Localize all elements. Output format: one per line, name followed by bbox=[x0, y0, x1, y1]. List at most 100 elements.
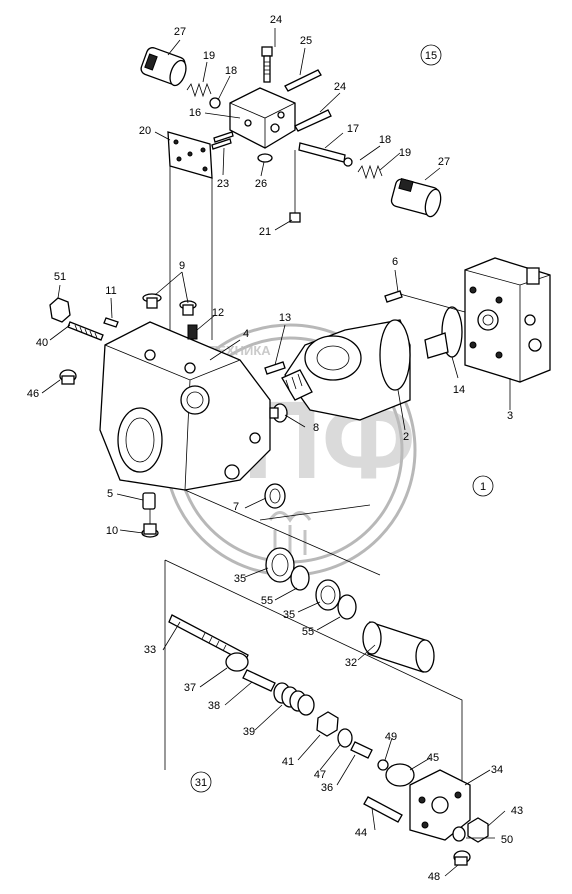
ring-55a bbox=[290, 565, 310, 591]
cylinder-32 bbox=[362, 621, 435, 673]
part-label: 12 bbox=[212, 307, 224, 319]
group-label-1: 1 bbox=[472, 475, 494, 497]
nut-43 bbox=[467, 817, 489, 843]
bearing-35b bbox=[315, 579, 341, 611]
valve-block-16 bbox=[229, 87, 296, 149]
part-label: 55 bbox=[302, 626, 314, 638]
part-label: 24 bbox=[270, 14, 282, 26]
spring-19-left bbox=[186, 82, 212, 98]
part-label: 10 bbox=[106, 525, 118, 537]
part-label: 21 bbox=[259, 226, 271, 238]
part-label: 37 bbox=[184, 682, 196, 694]
part-label: 33 bbox=[144, 644, 156, 656]
part-label: 6 bbox=[392, 256, 398, 268]
group-label-15: 15 bbox=[420, 44, 442, 66]
plug-48 bbox=[453, 850, 471, 866]
gasket-20 bbox=[167, 131, 213, 179]
plug-46 bbox=[59, 369, 77, 385]
cover-34 bbox=[409, 769, 471, 841]
valve-block-assembly bbox=[140, 46, 442, 360]
bearing-35a bbox=[265, 547, 295, 583]
bolt-24-right bbox=[294, 109, 332, 132]
plug-8 bbox=[269, 403, 288, 423]
bolt-24-top bbox=[261, 46, 273, 83]
ring-55b bbox=[337, 594, 357, 620]
part-label: 34 bbox=[491, 764, 503, 776]
part-label: 13 bbox=[279, 312, 291, 324]
collar-37 bbox=[225, 652, 249, 672]
control-valve-3 bbox=[464, 257, 551, 383]
part-label: 19 bbox=[203, 50, 215, 62]
spring-19-right bbox=[357, 164, 383, 180]
group-1-text: 1 bbox=[480, 481, 486, 493]
part-label: 35 bbox=[234, 573, 246, 585]
part-label: 41 bbox=[282, 756, 294, 768]
part-label: 11 bbox=[105, 285, 116, 297]
part-label: 49 bbox=[385, 731, 397, 743]
oring-26 bbox=[257, 153, 273, 163]
solenoid-27-left bbox=[140, 47, 187, 87]
oring-45 bbox=[385, 763, 415, 787]
part-label: 35 bbox=[283, 609, 295, 621]
part-label: 32 bbox=[345, 657, 357, 669]
part-label: 46 bbox=[27, 388, 39, 400]
part-label: 23 bbox=[217, 178, 229, 190]
part-label: 17 bbox=[347, 123, 359, 135]
screw-25 bbox=[284, 69, 322, 92]
circlip-47 bbox=[337, 728, 353, 748]
bearing-7 bbox=[264, 483, 286, 509]
screw-21 bbox=[289, 150, 301, 223]
pump-housing bbox=[99, 321, 271, 491]
part-label: 55 bbox=[261, 595, 273, 607]
spool-17 bbox=[298, 142, 346, 163]
part-label: 7 bbox=[233, 501, 239, 513]
bolt-44 bbox=[363, 796, 403, 823]
washer-18-left bbox=[209, 97, 221, 109]
group-15-text: 15 bbox=[425, 50, 437, 62]
part-label: 45 bbox=[427, 752, 439, 764]
screw-12 bbox=[187, 324, 198, 340]
part-label: 50 bbox=[501, 834, 513, 846]
springs-39 bbox=[273, 682, 315, 716]
ring-49 bbox=[377, 759, 389, 771]
part-label: 48 bbox=[428, 871, 440, 883]
nut-41 bbox=[316, 711, 339, 737]
solenoid-27-right bbox=[390, 178, 442, 218]
leader-lines bbox=[41, 28, 511, 877]
part-label: 16 bbox=[189, 107, 201, 119]
rotating-group-2 bbox=[281, 319, 449, 421]
part-label: 40 bbox=[36, 337, 48, 349]
washer-18-right bbox=[343, 157, 353, 167]
sleeve-5 bbox=[142, 492, 156, 510]
screw-23b bbox=[211, 138, 232, 150]
part-label: 5 bbox=[107, 488, 113, 500]
part-label: 47 bbox=[314, 769, 326, 781]
part-label: 38 bbox=[208, 700, 220, 712]
part-label: 25 bbox=[300, 35, 312, 47]
part-label: 39 bbox=[243, 726, 255, 738]
part-label: 51 bbox=[54, 271, 66, 283]
part-label: 27 bbox=[174, 26, 186, 38]
part-label: 19 bbox=[399, 147, 411, 159]
pin-36 bbox=[350, 741, 373, 759]
part-label: 43 bbox=[511, 805, 523, 817]
part-label: 18 bbox=[379, 134, 391, 146]
part-label: 8 bbox=[313, 422, 319, 434]
group-31-text: 31 bbox=[195, 777, 207, 789]
pin-13 bbox=[264, 361, 286, 375]
part-label: 9 bbox=[179, 260, 185, 272]
part-label: 14 bbox=[453, 384, 465, 396]
part-label: 27 bbox=[438, 156, 450, 168]
group-label-31: 31 bbox=[190, 771, 212, 793]
pin-38 bbox=[242, 669, 276, 692]
part-label: 18 bbox=[225, 65, 237, 77]
pin-6 bbox=[384, 290, 403, 303]
screw-10 bbox=[141, 523, 159, 538]
part-label: 44 bbox=[355, 827, 367, 839]
washer-50 bbox=[452, 826, 466, 842]
part-label: 4 bbox=[243, 328, 249, 340]
part-label: 3 bbox=[507, 410, 513, 422]
part-label: 36 bbox=[321, 782, 333, 794]
part-labels: 24 27 25 19 18 16 24 17 20 18 19 27 23 2… bbox=[27, 14, 523, 883]
